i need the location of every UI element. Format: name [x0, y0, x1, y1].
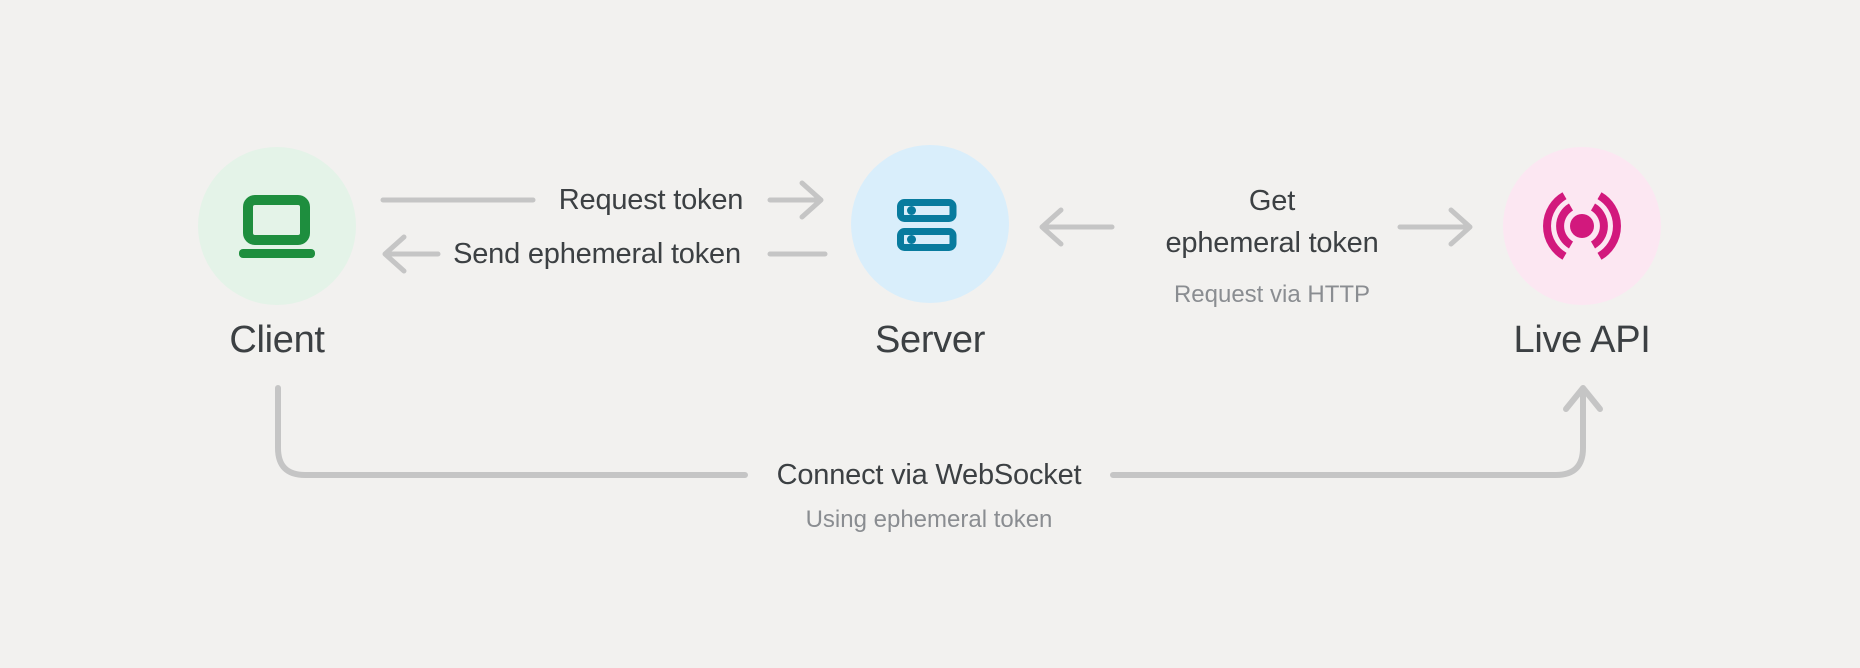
server-node: [851, 145, 1009, 303]
live-api-label: Live API: [1513, 319, 1651, 361]
get-ephemeral-token-label: Get ephemeral token: [1120, 180, 1424, 264]
websocket-connector-right: [1110, 387, 1586, 478]
client-node: [198, 147, 356, 305]
websocket-connector-arrowhead: [1563, 385, 1603, 412]
send-ephemeral-token-label: Send ephemeral token: [453, 238, 741, 270]
request-via-http-sublabel: Request via HTTP: [1173, 281, 1371, 308]
laptop-icon: [239, 195, 315, 258]
connect-websocket-label: Connect via WebSocket: [776, 459, 1082, 491]
send-ephemeral-token-arrowhead: [382, 234, 441, 274]
get-ephemeral-token-label-line1: Get: [1248, 185, 1296, 217]
request-token-label: Request token: [558, 184, 744, 216]
server-rack-icon: [897, 199, 957, 251]
live-broadcast-icon: [1543, 192, 1621, 260]
get-token-right-arrowhead: [1397, 207, 1473, 247]
live-api-node: [1503, 147, 1661, 305]
using-ephemeral-token-sublabel: Using ephemeral token: [805, 506, 1053, 533]
get-token-left-arrowhead: [1039, 207, 1115, 247]
request-token-arrowhead: [767, 180, 824, 220]
client-label: Client: [229, 319, 325, 361]
server-label: Server: [874, 319, 986, 361]
websocket-connector-left: [275, 385, 748, 478]
get-ephemeral-token-label-line2: ephemeral token: [1165, 227, 1379, 259]
